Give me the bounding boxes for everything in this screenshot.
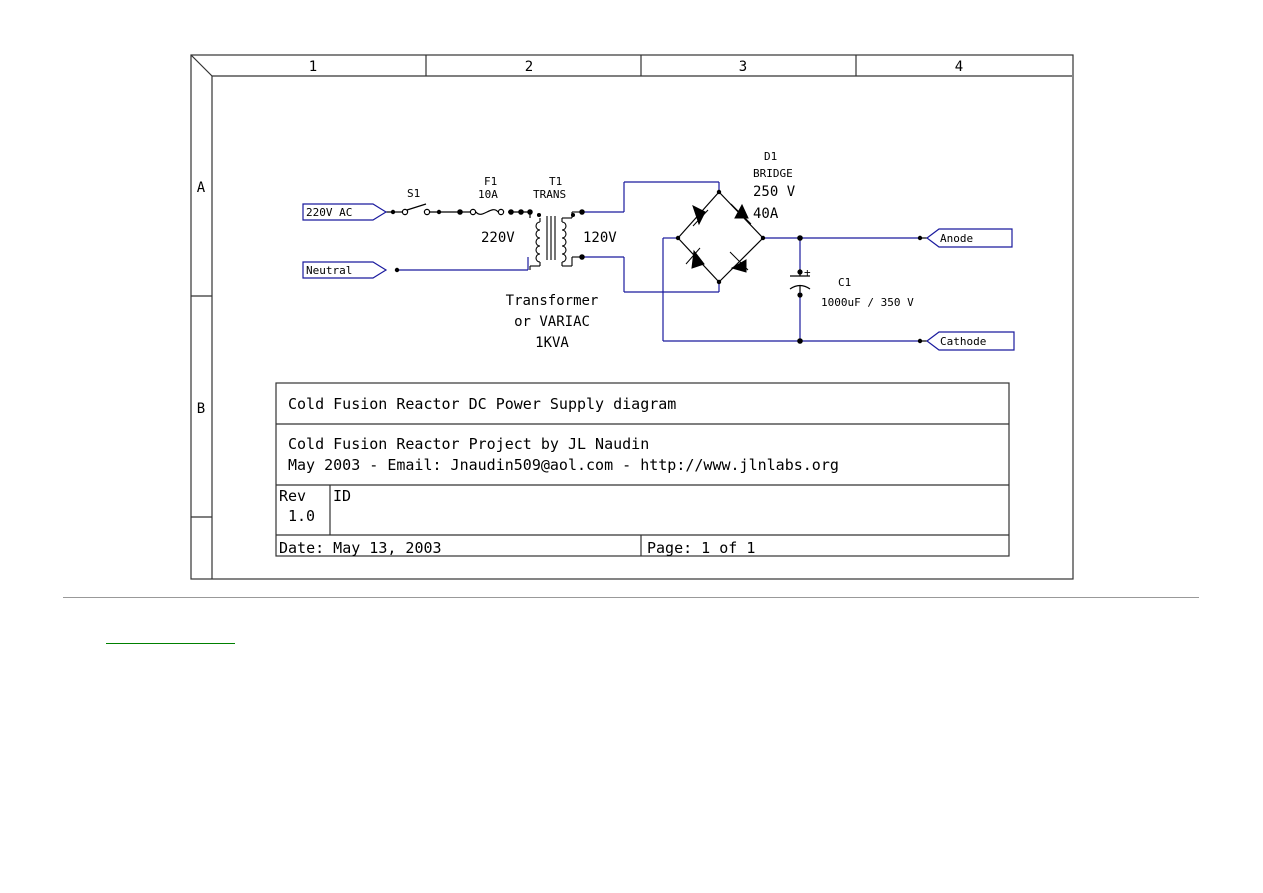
title-block-title: Cold Fusion Reactor DC Power Supply diag… — [288, 395, 676, 413]
cap-value: 1000uF / 350 V — [821, 296, 914, 309]
transformer-type: TRANS — [533, 188, 566, 201]
neutral-terminal: Neutral — [302, 261, 400, 279]
transformer-caption-line3: 1KVA — [535, 335, 569, 351]
transformer-caption-line2: or VARIAC — [514, 314, 590, 330]
switch-label: S1 — [407, 187, 420, 200]
page-link-underline[interactable] — [106, 643, 235, 644]
capacitor-c1 — [789, 235, 811, 344]
neutral-label: Neutral — [306, 264, 352, 277]
bridge-ref: D1 — [764, 150, 777, 163]
title-block-date: Date: May 13, 2003 — [279, 539, 442, 557]
transformer-ref: T1 — [549, 175, 562, 188]
fuse-ref: F1 — [484, 175, 497, 188]
secondary-voltage: 120V — [583, 230, 617, 246]
drawing-frame — [190, 54, 1074, 580]
transformer-t1 — [527, 209, 585, 270]
zone-row-b: B — [197, 401, 205, 417]
wiring — [397, 181, 921, 342]
zone-col-3: 3 — [739, 59, 747, 75]
zone-col-2: 2 — [525, 59, 533, 75]
anode-terminal: Anode — [917, 228, 1013, 248]
cathode-terminal: Cathode — [917, 331, 1015, 351]
title-block — [275, 382, 1010, 557]
zone-row-a: A — [197, 180, 206, 196]
bridge-rectifier-d1 — [675, 189, 766, 285]
input-ac-terminal: 220V AC — [302, 203, 396, 221]
zone-col-4: 4 — [955, 59, 963, 75]
switch-s1 — [401, 203, 431, 216]
title-block-project-line2: May 2003 - Email: Jnaudin509@aol.com - h… — [288, 456, 839, 474]
title-block-rev-value: 1.0 — [288, 507, 315, 525]
fuse-rating: 10A — [478, 188, 498, 201]
schematic-diagram: 1 2 3 4 A B 220V AC — [190, 54, 1074, 580]
fuse-f1 — [457, 208, 524, 216]
transformer-caption-line1: Transformer — [506, 293, 599, 309]
zone-col-1: 1 — [309, 59, 317, 75]
title-block-id-label: ID — [333, 487, 351, 505]
cathode-label: Cathode — [940, 335, 986, 348]
horizontal-rule — [63, 597, 1199, 598]
anode-label: Anode — [940, 232, 973, 245]
title-block-rev-label: Rev — [279, 487, 306, 505]
bridge-voltage: 250 V — [753, 184, 796, 200]
bridge-current: 40A — [753, 206, 779, 222]
primary-voltage: 220V — [481, 230, 515, 246]
title-block-page: Page: 1 of 1 — [647, 539, 755, 557]
title-block-project-line1: Cold Fusion Reactor Project by JL Naudin — [288, 435, 649, 453]
cap-polarity: + — [804, 266, 811, 279]
bridge-type: BRIDGE — [753, 167, 793, 180]
input-ac-label: 220V AC — [306, 206, 352, 219]
cap-ref: C1 — [838, 276, 851, 289]
